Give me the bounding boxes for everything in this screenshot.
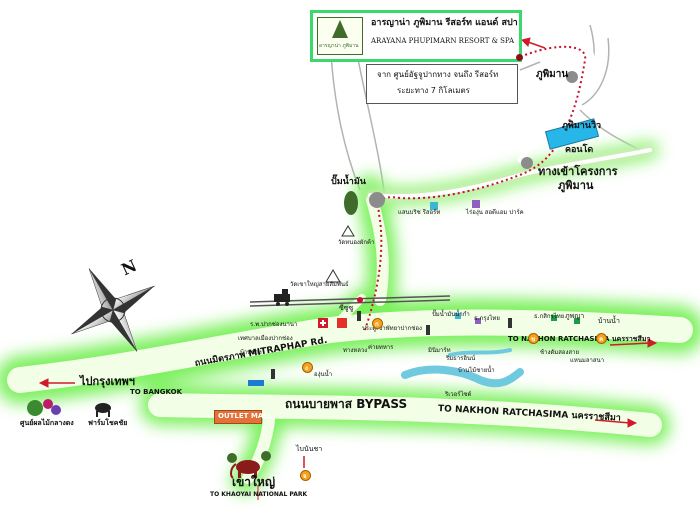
- resort-logo: อารญาน่า ภูพิมาน: [317, 17, 363, 55]
- label-phupimarn-view: ภูพิมานวิว: [562, 121, 602, 131]
- elephant-icon: [230, 460, 260, 479]
- tree-icon-khaoyai: [227, 451, 271, 463]
- poi-marker: ก: [372, 318, 383, 329]
- roundabout-1: [369, 192, 385, 208]
- traffic-light-icons: [271, 311, 512, 379]
- label-krung-thai: ธ.กรุงไทย: [474, 315, 500, 322]
- label-river-resort: ริเวอร์ไซด์: [445, 391, 472, 398]
- poi-marker: ง: [302, 362, 313, 373]
- fruit-icon: [27, 399, 61, 416]
- label-ongnam: องุ่นน้ำ: [314, 371, 333, 378]
- label-ban-chang: บ้านช้าง: [240, 349, 262, 356]
- distance-line2: ระยะทาง 7 กิโลเมตร: [397, 86, 470, 95]
- label-seven-eleven: ซีซูซู: [339, 304, 354, 312]
- river: [401, 348, 524, 388]
- tree-icon: [344, 191, 358, 215]
- main-roads-core: [7, 194, 693, 484]
- logo-tree-icon: [332, 20, 348, 38]
- label-bannbra: ไบนันชา: [296, 445, 323, 453]
- label-project-name: ภูพิมาน: [558, 179, 594, 192]
- roundabout-2: [521, 157, 533, 169]
- compass-rose: [71, 268, 155, 352]
- label-mini-mart: มินิมาร์ท: [428, 347, 451, 354]
- poi-marker: จ: [300, 470, 311, 481]
- label-bannam: บ้านน้ำ: [598, 317, 620, 325]
- distance-box: จาก ศูนย์อัฐจูปากทาง จนถึง รีสอร์ท ระยะท…: [366, 64, 518, 104]
- cow-icon: [95, 403, 111, 417]
- label-municipality: เทศบาลเมืองปากช่อง: [238, 335, 293, 342]
- label-post: ค่ายทหาร: [368, 344, 394, 351]
- label-wat-train: วัดเขาใหญ่สายสัมพันธ์: [290, 281, 349, 288]
- label-bhuphaya: ภูพญา: [565, 312, 585, 320]
- label-junction: ทางหลวง: [343, 347, 368, 354]
- label-fruit-center: ศูนย์ผลไม้กลางดง: [20, 419, 74, 427]
- label-hospital: ร.พ.ปากช่องนานา: [250, 321, 298, 328]
- label-bangkok-th: ไปกรุงเทพฯ: [80, 375, 135, 388]
- label-condo: คอนโด: [565, 145, 594, 155]
- label-khaoyai-en: TO KHAOYAI NATIONAL PARK: [210, 491, 308, 498]
- label-bangkok-en: TO BANGKOK: [130, 388, 183, 396]
- logo-text: อารญาน่า ภูพิมาน: [319, 43, 359, 49]
- train-icon: [274, 289, 290, 306]
- poi-marker: ค: [596, 333, 607, 344]
- hospital-icon: [318, 318, 328, 328]
- resort-name-en: ARAYANA PHUPIMARN RESORT & SPA: [371, 37, 514, 45]
- label-phupimarn: ภูพิมาน: [536, 69, 569, 80]
- label-pump-station: ปั๊มน้ำมัน: [331, 177, 366, 187]
- label-wat-nong: วัดหนองผักค้า: [338, 239, 375, 246]
- label-gas-station: ปั๊มน้ำมันน้ำกำ: [432, 311, 470, 318]
- outlet-mall-badge: OUTLET MALL: [214, 410, 272, 424]
- label-chamsamai: ช้างดัมสองสาย: [540, 349, 579, 356]
- label-project-entrance: ทางเข้าโครงการ: [538, 165, 618, 178]
- resort-road: [366, 40, 654, 201]
- label-bypass: ถนนบายพาส BYPASS: [285, 397, 408, 411]
- label-khaoyai-th: เขาใหญ่: [232, 475, 276, 489]
- start-point: [357, 297, 363, 303]
- resort-location-dot: [516, 54, 523, 61]
- temple-icon: [325, 225, 355, 283]
- distance-line1: จาก ศูนย์อัฐจูปากทาง จนถึง รีสอร์ท: [377, 70, 499, 79]
- label-kasikorn: ธ.กสิกรไทย: [534, 313, 565, 320]
- resort-title-box: อารญาน่า ภูพิมาน อารญาน่า ภูพิมาน รีสอร์…: [310, 10, 523, 62]
- label-sanctuary-resort: แสนบริช รีสอร์ท: [398, 209, 441, 216]
- condo-block: [544, 118, 600, 150]
- direction-arrows: [38, 37, 658, 500]
- label-kanbun: แหนมลาสนา: [570, 357, 605, 364]
- label-nakhon-main: TO NAKHON RATCHASIMA นครราชสีมา: [508, 335, 651, 343]
- label-dairy-farm: ฟาร์มโชคชัย: [88, 419, 128, 427]
- resort-name-th: อารญาน่า ภูพิมาน รีสอร์ท แอนด์ สปา: [371, 18, 518, 28]
- label-vineyard: ไร่องุ่น สอตีแอม ปาร์ค: [466, 209, 524, 216]
- roundabout-3: [566, 71, 578, 83]
- label-riverside: ริมธารอินน์: [446, 355, 476, 362]
- label-pak-chong-market: ประตูเข้าพัทยาปากช่อง: [362, 325, 422, 332]
- label-outlet: OUTLET MALL: [218, 412, 273, 420]
- poi-marker: ข: [528, 333, 539, 344]
- label-ban-mai: บ้านไม้ชายน้ำ: [458, 367, 495, 374]
- building-icons: [248, 200, 580, 386]
